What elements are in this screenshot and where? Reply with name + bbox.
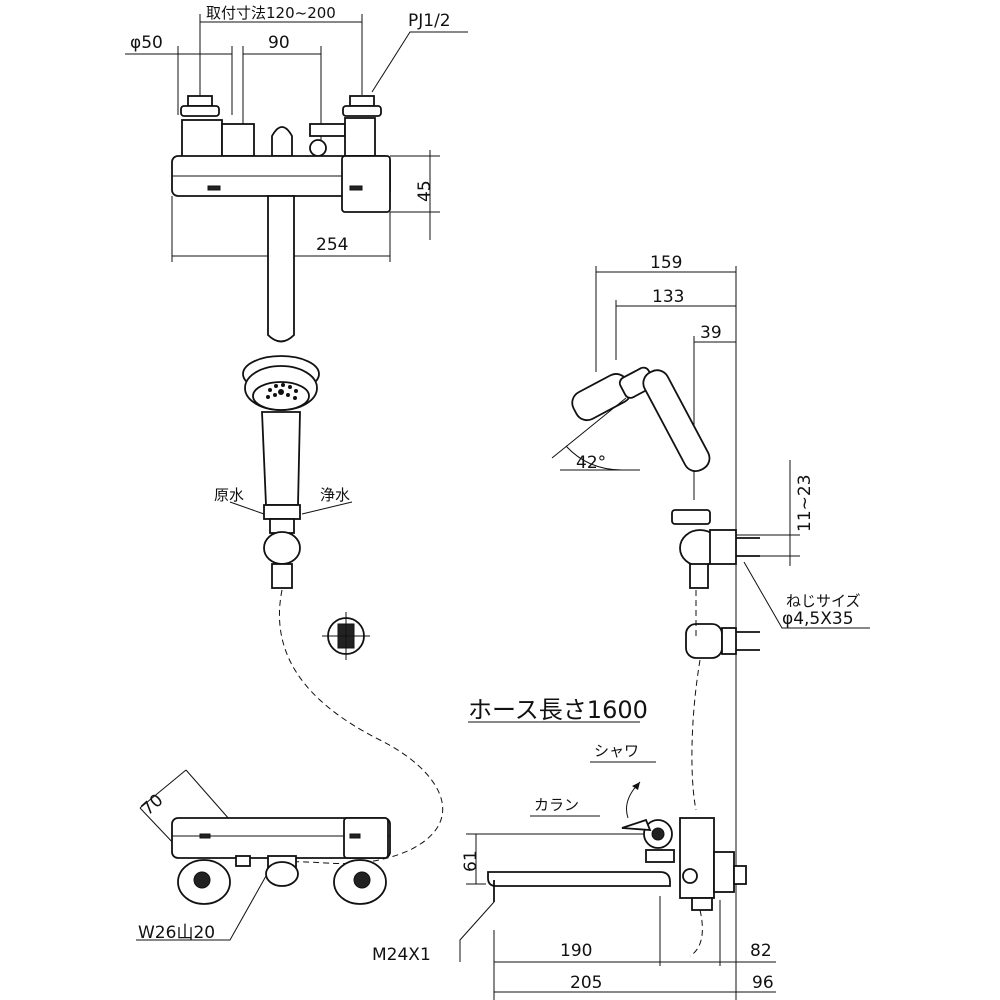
hose-path xyxy=(278,589,444,864)
shower-label: シャワ xyxy=(594,742,639,760)
side-view xyxy=(551,266,870,1000)
thread-m24-label: M24X1 xyxy=(372,945,431,965)
angle-42-label: 42° xyxy=(576,453,606,473)
dim-133-label: 133 xyxy=(652,287,684,307)
mount-pitch-label: 取付寸法120~200 xyxy=(206,4,336,22)
shower-face-dots xyxy=(266,383,298,400)
dim-11-23-label: 11~23 xyxy=(795,474,815,532)
raw-water-label: 原水 xyxy=(214,486,244,504)
spout-view xyxy=(459,817,776,1000)
dim-254-label: 254 xyxy=(316,235,348,255)
dim-96-label: 96 xyxy=(752,973,774,993)
front-view xyxy=(125,14,468,660)
dim-190-label: 190 xyxy=(560,941,592,961)
dim-159-label: 159 xyxy=(650,253,682,273)
dim-61-label: 61 xyxy=(461,850,481,872)
screw-size-title: ねじサイズ xyxy=(786,592,861,610)
dim-39-label: 39 xyxy=(700,323,722,343)
dim-82-label: 82 xyxy=(750,941,772,961)
bottom-view xyxy=(136,769,391,941)
dim-70-label: 70 xyxy=(138,790,167,819)
dim-90-label: 90 xyxy=(268,33,290,53)
spout-label: カラン xyxy=(534,796,579,814)
dim-205-label: 205 xyxy=(570,973,602,993)
screw-size-label: φ4,5X35 xyxy=(782,609,854,629)
thread-w26-label: W26山20 xyxy=(138,923,215,943)
pure-water-label: 浄水 xyxy=(320,486,350,504)
dia-50-label: φ50 xyxy=(130,33,163,53)
pipe-thread-label: PJ1/2 xyxy=(408,11,451,31)
dim-45-label: 45 xyxy=(415,180,435,202)
hose-length-label: ホース長さ1600 xyxy=(468,696,648,724)
